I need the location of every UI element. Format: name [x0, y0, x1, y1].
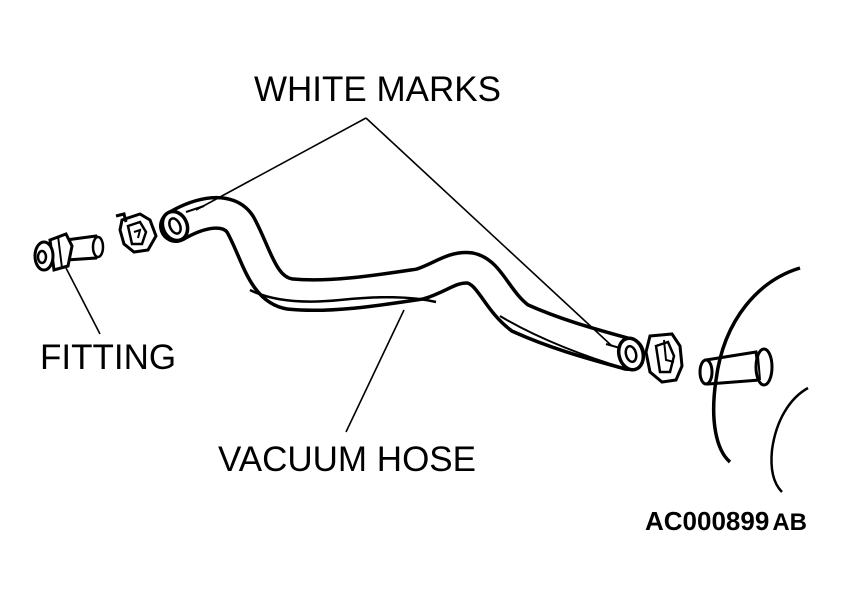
vacuum-hose-label: VACUUM HOSE: [218, 440, 476, 479]
brake-booster: [711, 266, 809, 493]
booster-nipple: [698, 347, 774, 387]
leader-lines: [65, 117, 613, 433]
vacuum-hose: [159, 195, 645, 371]
hose-end-left: [160, 205, 205, 243]
hose-end-right: [605, 336, 646, 372]
figure-code-number: AC000899: [645, 506, 770, 536]
hose-clamp-right: [644, 332, 684, 384]
hose-clamp-left: [115, 212, 158, 254]
figure-code-suffix: AB: [772, 509, 807, 536]
fitting-label: FITTING: [40, 338, 177, 377]
white-marks-label: WHITE MARKS: [254, 70, 501, 109]
fitting-part: [33, 232, 105, 272]
